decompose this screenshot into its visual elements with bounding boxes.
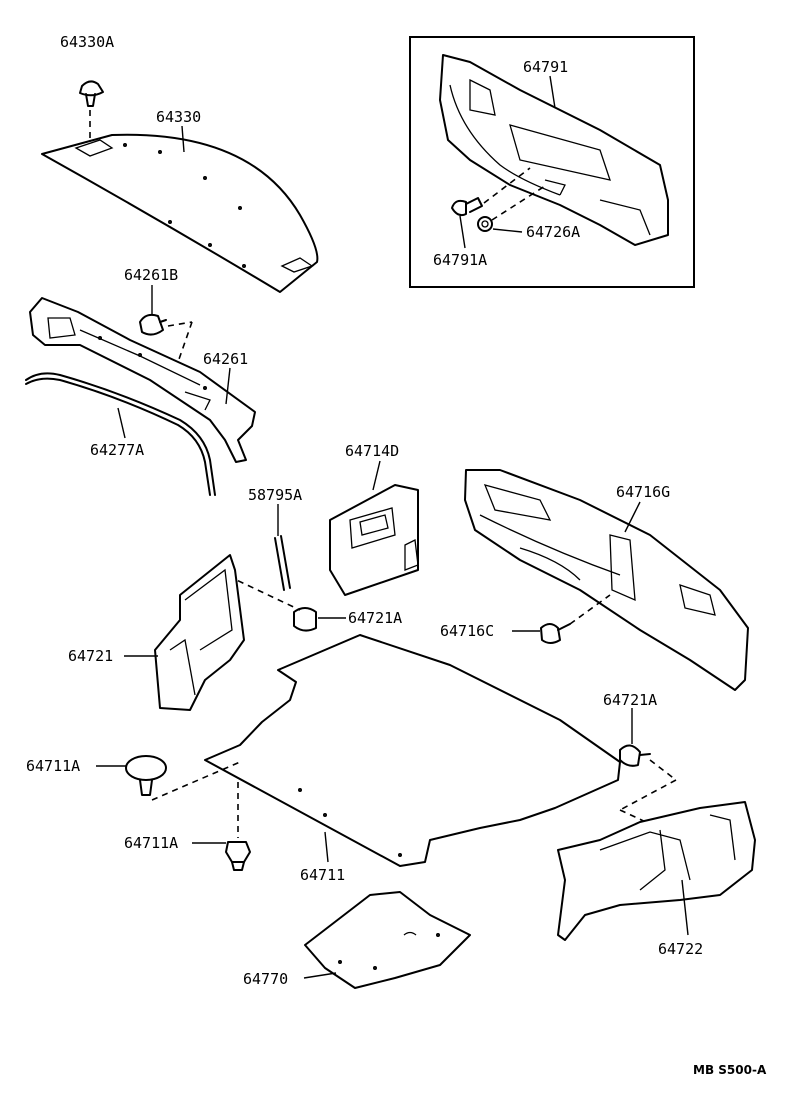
dash-64716C [569,594,611,625]
dash-64791A [483,167,531,204]
leader-64791 [549,75,556,109]
panel-64714D [329,484,419,596]
mat-64711 [204,634,621,867]
label-64711A-top: 64711A [26,757,80,775]
label-64722: 64722 [658,940,703,958]
label-64714D: 64714D [345,442,399,460]
weatherstrip-64277A [25,372,216,496]
cover-64770 [304,891,471,989]
leader-64791A [459,215,466,249]
clip-64711A-bottom [225,841,251,871]
label-64716G: 64716G [616,483,670,501]
trim-64261 [29,297,256,463]
panel-64791 [439,54,669,246]
label-58795A: 58795A [248,486,302,504]
leader-64711 [324,831,329,863]
leader-64714D [372,460,381,491]
leader-64726A [492,228,523,233]
label-64711A-bottom: 64711A [124,834,178,852]
clip-64330A [79,80,104,107]
dash-64721A-right-a [649,759,677,781]
package-tray-64330 [41,133,319,293]
label-64721: 64721 [68,647,113,665]
label-64261: 64261 [203,350,248,368]
label-64716C: 64716C [440,622,494,640]
reference-code: MB S500-A [693,1063,767,1077]
label-64770: 64770 [243,970,288,988]
leader-64770 [303,972,337,979]
panel-64722 [557,801,756,941]
leader-64722 [681,879,689,936]
label-64711: 64711 [300,866,345,884]
leader-64330 [181,125,185,153]
label-64330A: 64330A [60,33,114,51]
inset-box [409,36,695,288]
label-64791: 64791 [523,58,568,76]
nut-64726A [477,216,493,232]
leader-64277A [117,407,126,439]
label-64277A: 64277A [90,441,144,459]
label-64791A: 64791A [433,251,487,269]
label-64721A-right: 64721A [603,691,657,709]
clip-64721A-left [293,607,317,632]
panel-64716G [464,469,749,691]
dash-64261B-a [167,321,193,327]
leader-64716G [624,501,641,533]
label-64330: 64330 [156,108,201,126]
dash-64721A-left [227,575,301,611]
leader-64261 [225,367,231,405]
dash-64721A-right-b [619,779,677,811]
label-64721A-left: 64721A [348,609,402,627]
clip-64721A-right [619,744,651,767]
dash-64711A-top [151,761,241,801]
panel-64721 [154,554,245,711]
clip-64711A-top [125,755,167,796]
label-64726A: 64726A [526,223,580,241]
clip-64261B [139,313,167,336]
label-64261B: 64261B [124,266,178,284]
strip-58795A [274,535,291,591]
clip-64716C [540,623,571,644]
clip-64791A [451,197,483,217]
